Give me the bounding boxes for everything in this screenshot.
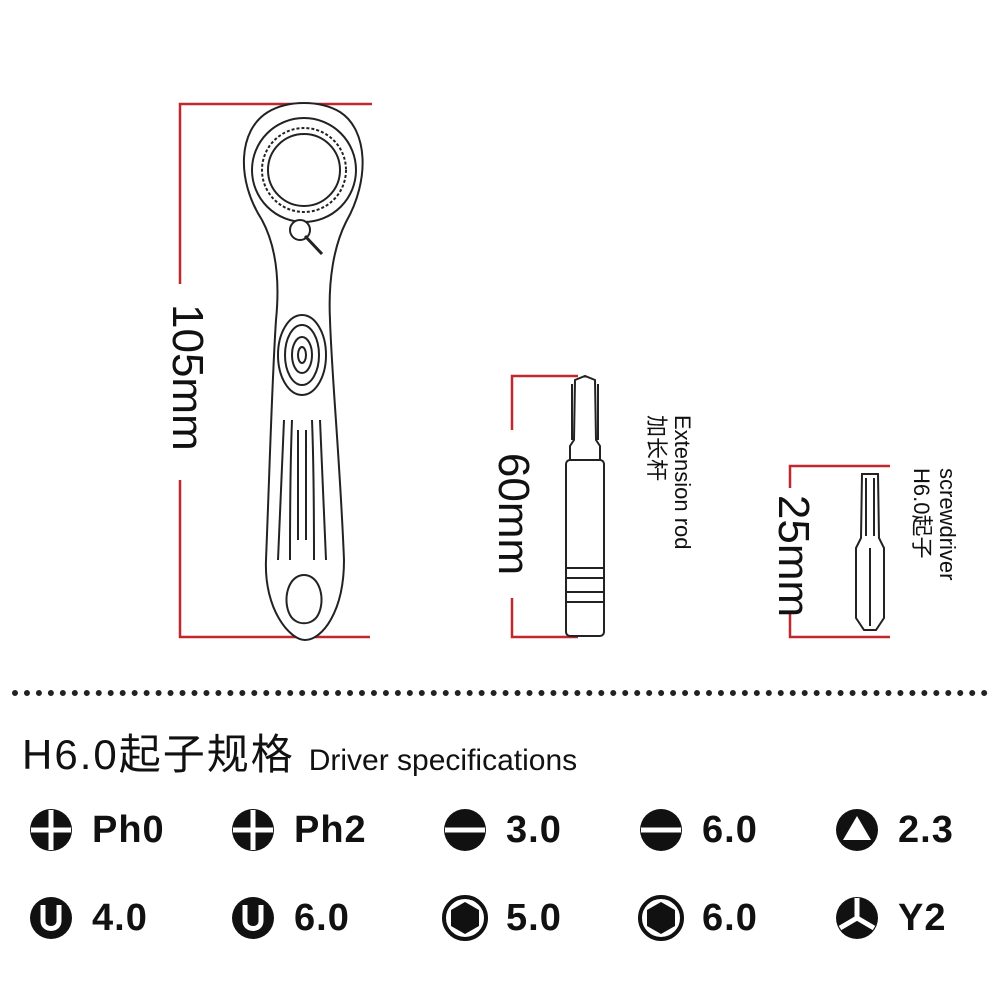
spec-title-en: Driver specifications <box>308 744 578 777</box>
screwdriver-bit-drawing <box>855 473 885 631</box>
slotted-icon <box>444 809 486 851</box>
spec-label: 5.0 <box>506 896 562 939</box>
bit-dimension-line <box>788 464 890 639</box>
extension-rod-drawing <box>565 374 605 637</box>
spec-item: 6.0 <box>638 888 758 948</box>
extension-dimension-line <box>510 374 578 639</box>
spec-item: 6.0 <box>638 800 758 860</box>
spec-label: Ph2 <box>294 808 367 851</box>
spec-item: Ph0 <box>28 800 165 860</box>
handle-length-label: 105mm <box>163 304 212 451</box>
spec-item: Ph2 <box>230 800 367 860</box>
tri-wing-icon <box>836 897 878 939</box>
extension-length-label: 60mm <box>489 452 538 576</box>
bit-length-label: 25mm <box>769 494 818 618</box>
u-shape-icon <box>30 897 72 939</box>
hex-icon <box>638 895 684 941</box>
tool-drawings <box>178 102 890 641</box>
spec-label: 2.3 <box>898 808 954 851</box>
triangle-icon <box>836 809 878 851</box>
extension-rod-en: Extension rod <box>670 415 695 550</box>
spec-item: 5.0 <box>442 888 562 948</box>
spec-label: 6.0 <box>294 896 350 939</box>
hex-icon <box>442 895 488 941</box>
spec-label: 4.0 <box>92 896 148 939</box>
spec-title-code: H6.0起子规格 <box>22 731 295 778</box>
phillips-icon <box>30 809 72 851</box>
screwdriver-en: screwdriver <box>935 468 960 581</box>
spec-label: Y2 <box>898 896 947 939</box>
screwdriver-label: screwdriver H6.0起子 <box>900 468 960 648</box>
spec-item: 3.0 <box>442 800 562 860</box>
spec-label: Ph0 <box>92 808 165 851</box>
ratchet-handle <box>243 102 364 641</box>
spec-label: 6.0 <box>702 808 758 851</box>
spec-item: 4.0 <box>28 888 148 948</box>
spec-label: 3.0 <box>506 808 562 851</box>
slotted-icon <box>640 809 682 851</box>
spec-row-1: Ph0 Ph2 3.0 <box>28 800 988 860</box>
u-shape-icon <box>232 897 274 939</box>
extension-rod-cn: 加长杆 <box>644 415 669 482</box>
spec-item: 6.0 <box>230 888 350 948</box>
dotted-divider <box>12 690 988 696</box>
screwdriver-cn: H6.0起子 <box>909 468 934 559</box>
spec-label: 6.0 <box>702 896 758 939</box>
spec-item: Y2 <box>834 888 946 948</box>
spec-item: 2.3 <box>834 800 954 860</box>
spec-row-2: 4.0 6.0 5.0 6. <box>28 888 988 948</box>
phillips-icon <box>232 809 274 851</box>
extension-rod-label: Extension rod 加长杆 <box>635 415 695 605</box>
spec-title: H6.0起子规格 Driver specifications <box>22 731 578 782</box>
